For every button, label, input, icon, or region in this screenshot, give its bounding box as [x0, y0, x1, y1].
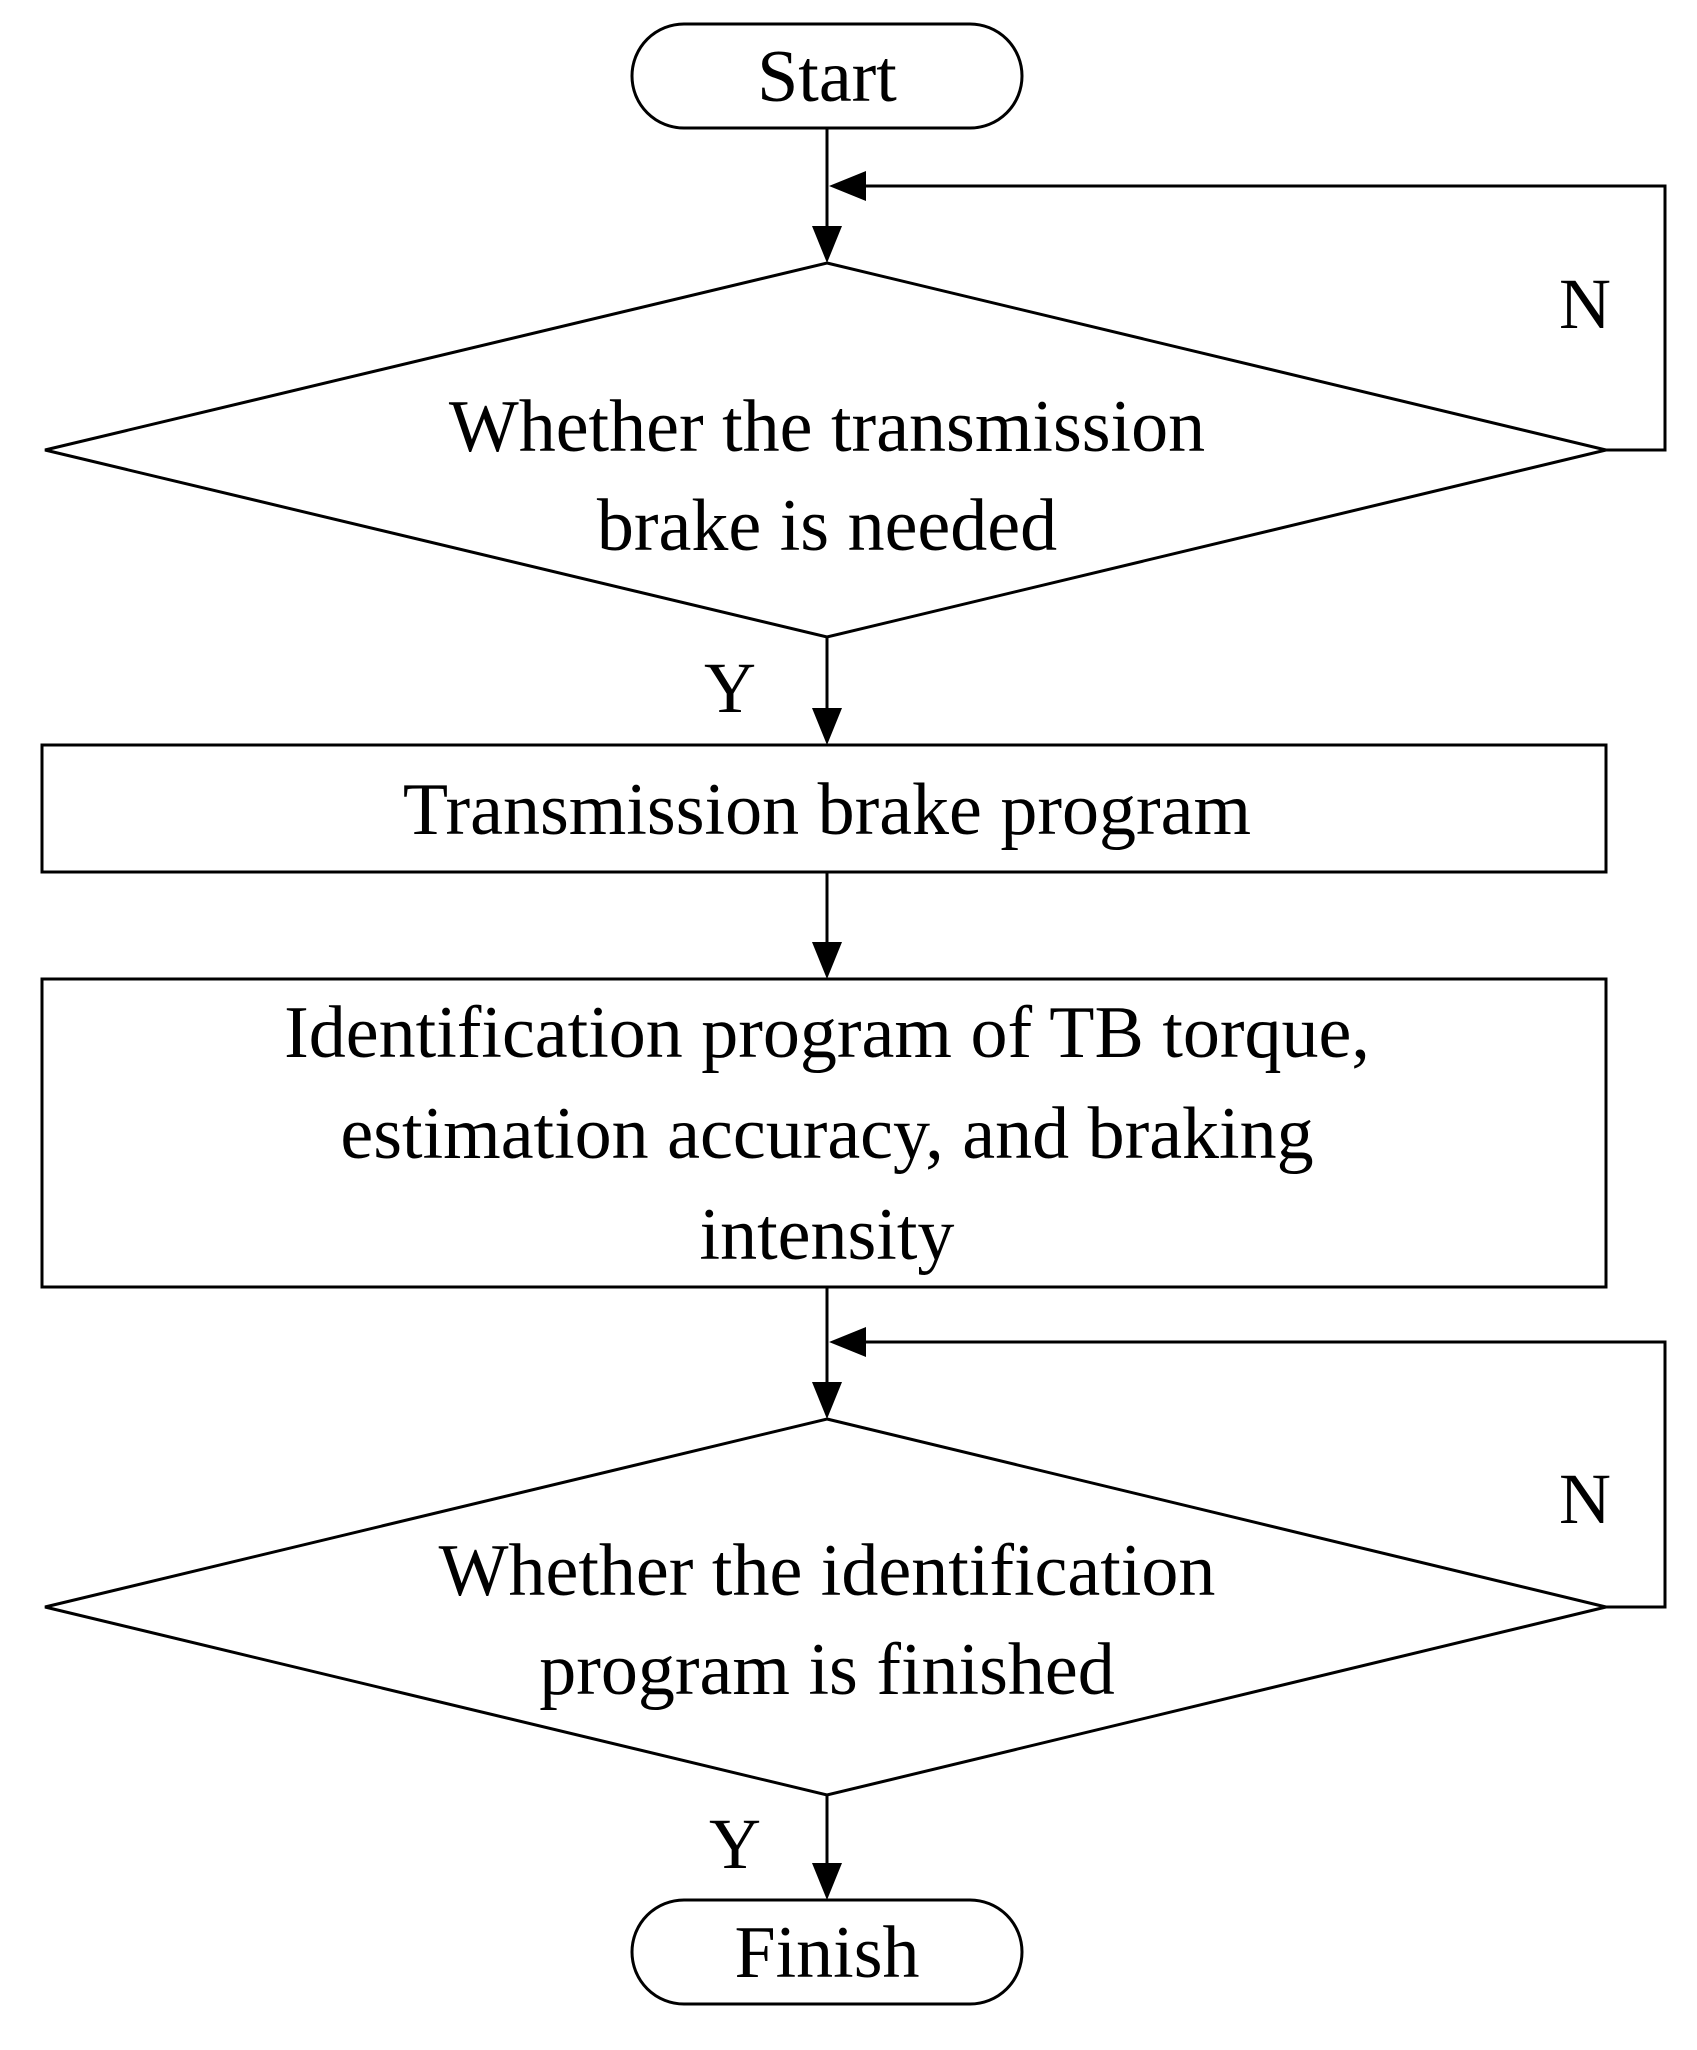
- decision1-yes-arrowhead: [812, 708, 842, 745]
- process1-to-process2-arrowhead: [812, 942, 842, 979]
- decision1-no-loop-line: [862, 184, 1667, 452]
- process2-to-decision2-arrowhead: [812, 1382, 842, 1419]
- decision2-yes-arrowhead: [812, 1863, 842, 1900]
- process-brake-program-label: Transmission brake program: [403, 769, 1251, 851]
- decision1-yes-label: Y: [704, 648, 756, 728]
- decision-identification-finished-label-line1: Whether the identification: [439, 1530, 1216, 1612]
- start-label: Start: [757, 36, 897, 118]
- process-brake-program-box: [40, 743, 1608, 874]
- process-identification-label-line1: Identification program of TB torque,: [284, 992, 1370, 1074]
- process-identification-label-line3: intensity: [700, 1194, 955, 1276]
- process-identification-label-line2: estimation accuracy, and braking: [340, 1093, 1313, 1175]
- start-to-decision1-arrowhead: [812, 226, 842, 263]
- process-identification-box: [40, 977, 1608, 1289]
- decision2-yes-label: Y: [709, 1804, 761, 1884]
- finish-label: Finish: [734, 1912, 919, 1994]
- decision2-no-loop-arrowhead: [829, 1327, 866, 1357]
- decision2-no-label: N: [1559, 1459, 1611, 1539]
- decision2-no-loop-line: [862, 1340, 1667, 1609]
- decision-identification-finished-label-line2: program is finished: [539, 1629, 1114, 1711]
- finish-terminal: [630, 1898, 1024, 2006]
- decision-brake-needed-label-line1: Whether the transmission: [449, 386, 1205, 468]
- decision1-no-label: N: [1559, 264, 1611, 344]
- decision1-no-loop-arrowhead: [829, 171, 866, 201]
- decision-brake-needed-label-line2: brake is needed: [597, 485, 1057, 567]
